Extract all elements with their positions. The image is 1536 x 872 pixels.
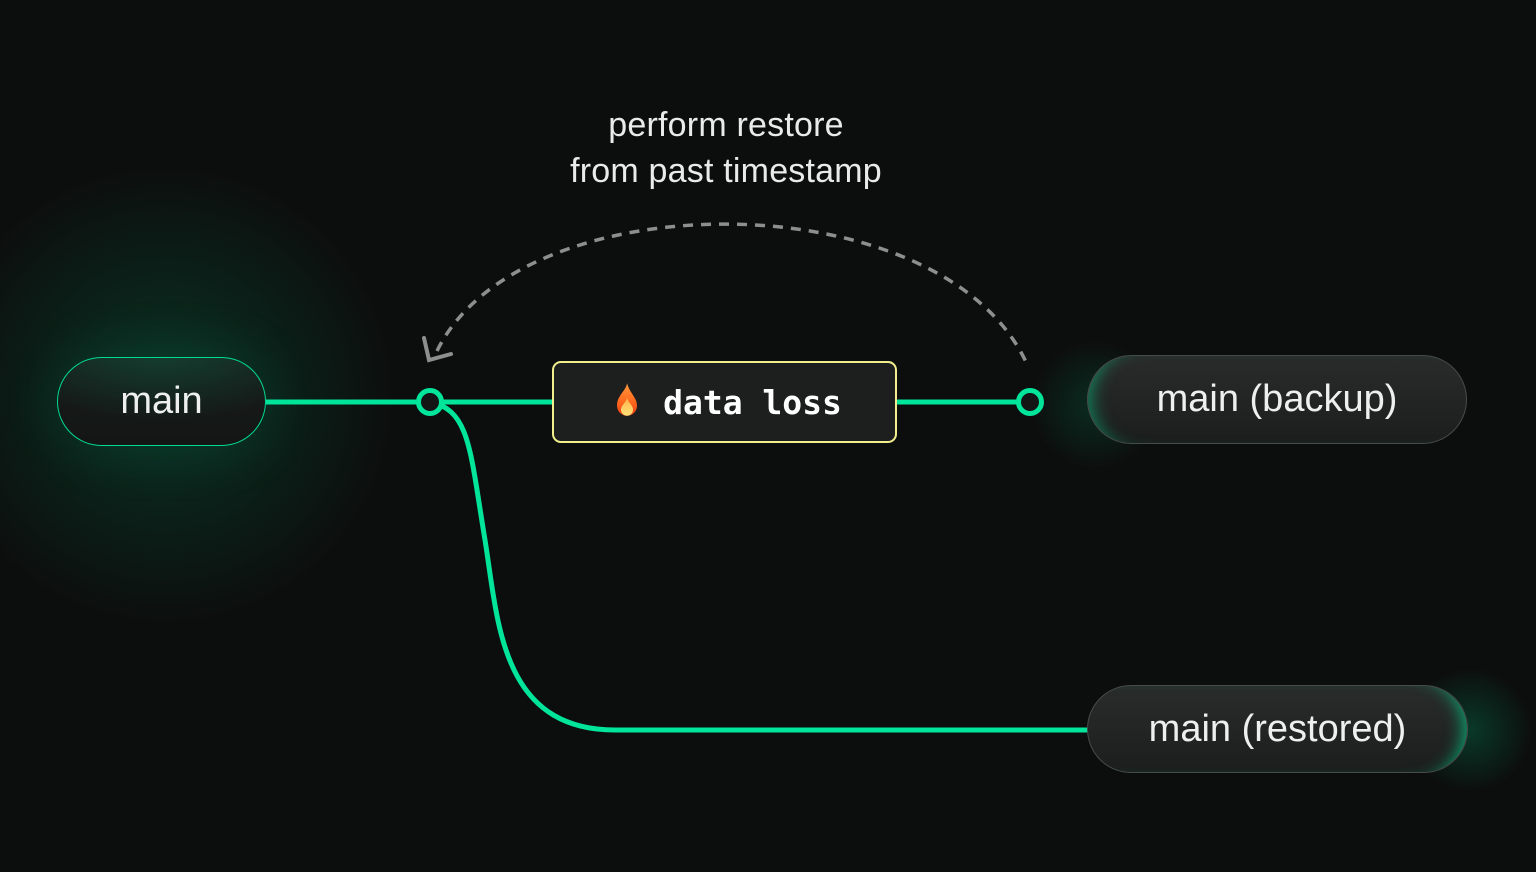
restore-arc xyxy=(435,222,1028,363)
arrow-head-icon xyxy=(422,336,453,363)
branch-edge xyxy=(427,399,1090,733)
branch-node-restored: main (restored) xyxy=(1087,685,1468,773)
branch-node-backup-label: main (backup) xyxy=(1156,378,1398,420)
data-loss-box: data loss xyxy=(552,361,897,443)
data-loss-label: data loss xyxy=(663,382,842,422)
commit-node-right xyxy=(1016,388,1044,416)
restore-caption-line2: from past timestamp xyxy=(570,152,882,190)
fire-icon xyxy=(617,383,638,416)
branch-node-main-label: main xyxy=(120,380,203,422)
restore-caption-line1: perform restore xyxy=(608,106,844,144)
branch-node-backup: main (backup) xyxy=(1087,355,1467,444)
commit-node-left xyxy=(416,388,444,416)
restore-caption: perform restore from past timestamp xyxy=(426,102,1026,194)
branch-node-main: main xyxy=(57,357,266,446)
branch-node-restored-label: main (restored) xyxy=(1148,707,1407,750)
